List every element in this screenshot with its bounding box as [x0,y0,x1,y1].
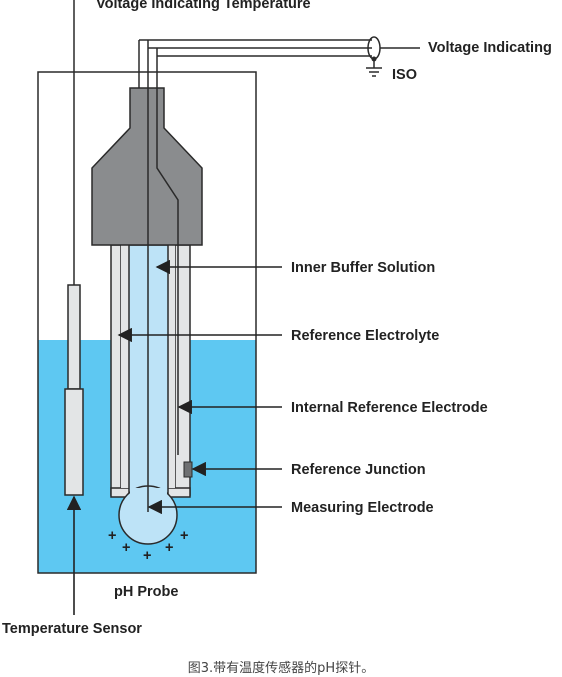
temperature-sensor-lower [64,388,84,496]
probe-outer-tube [110,244,122,496]
reference-electrode-wire [156,48,179,455]
label-temperature-sensor: Temperature Sensor [2,621,142,637]
reference-electrolyte-region-right [168,245,175,488]
plus-sign: + [143,548,151,564]
beaker [37,71,257,574]
label-voltage-indicating-temperature: Voltage Indicating Temperature [96,0,311,12]
plus-sign: + [165,540,173,556]
label-internal-reference-electrode: Internal Reference Electrode [291,400,488,416]
temperature-sensor-upper [67,284,81,390]
ground-junction-dot [371,56,377,62]
label-reference-electrolyte: Reference Electrolyte [291,328,439,344]
plus-sign: + [108,528,116,544]
probe-head [91,87,203,246]
label-reference-junction: Reference Junction [291,462,426,478]
plus-sign: + [180,528,188,544]
label-ph-probe: pH Probe [114,584,178,600]
label-measuring-electrode: Measuring Electrode [291,500,434,516]
reference-electrolyte-region [121,245,129,488]
plus-sign: + [122,540,130,556]
label-voltage-indicating: Voltage Indicating [428,40,552,56]
figure-caption: 图3.带有温度传感器的pH探针。 [187,661,375,676]
label-inner-buffer-solution: Inner Buffer Solution [291,260,435,276]
reference-junction-block [183,461,193,478]
label-iso: ISO [392,67,417,83]
ph-probe-diagram: + + + + + Voltage Indicating Temperature… [2,0,552,637]
